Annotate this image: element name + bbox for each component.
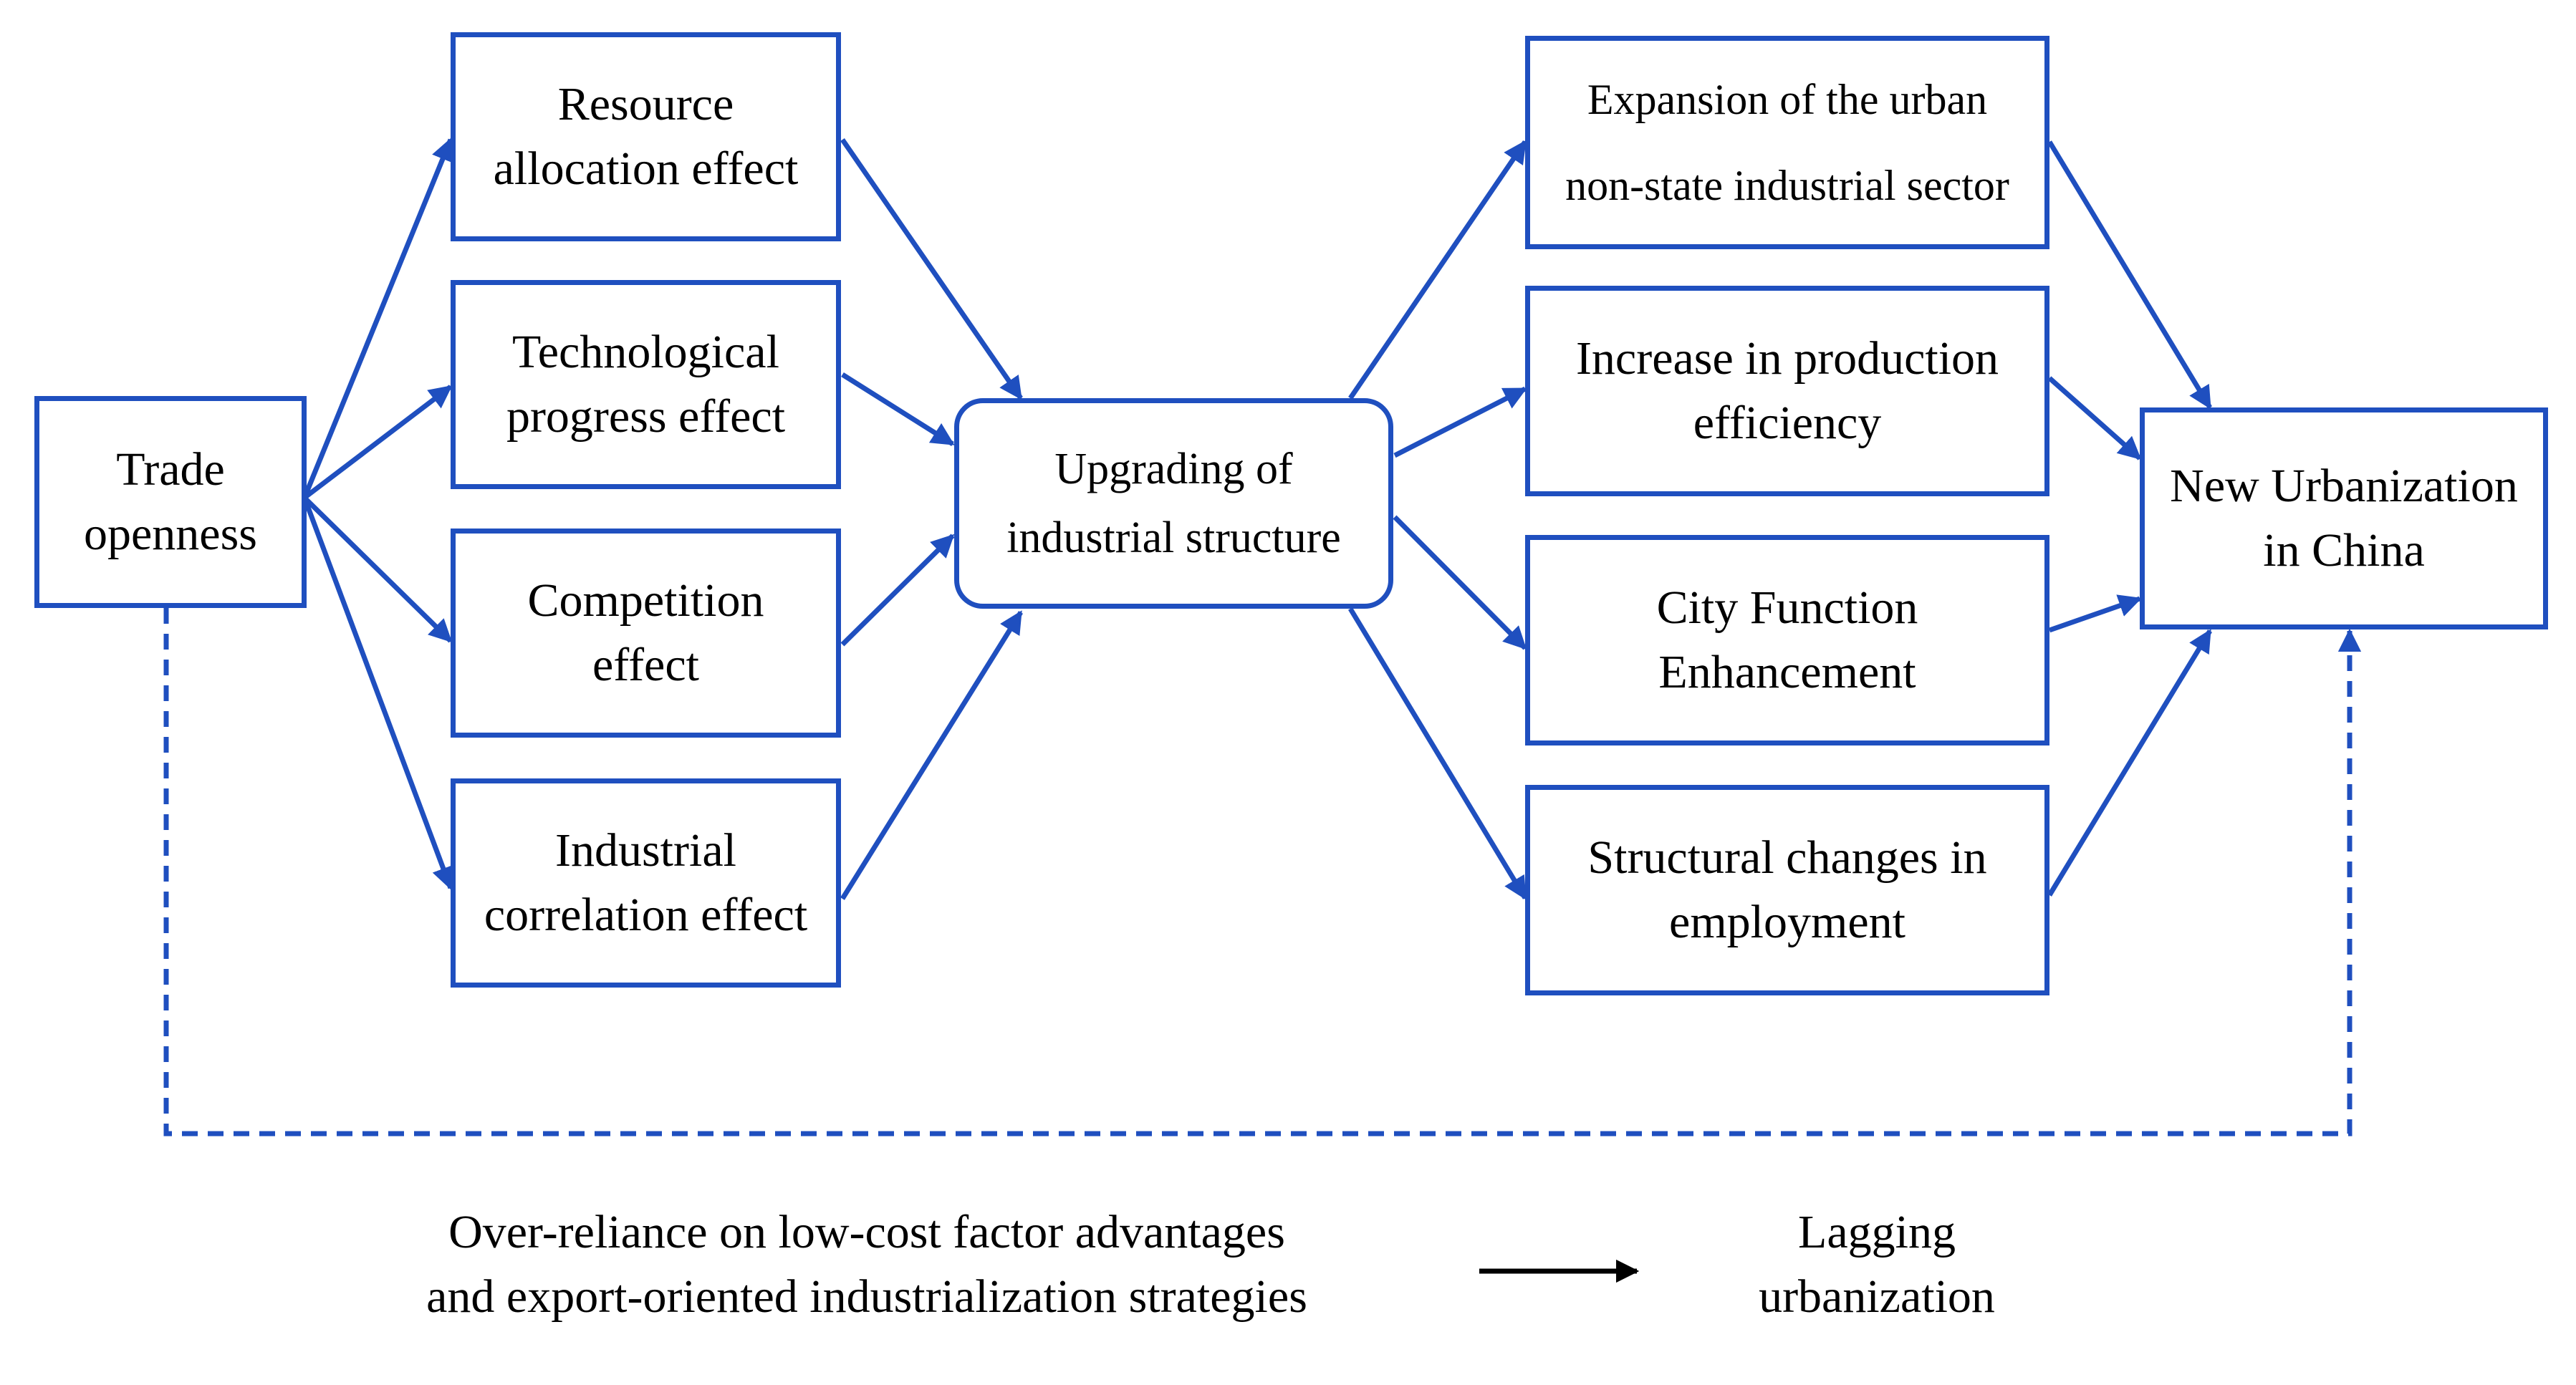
edge-trade-openness-to-resource-allocation bbox=[302, 137, 453, 499]
node-production-efficiency-line-2: efficiency bbox=[1693, 397, 1882, 449]
node-technological-progress: Technological progress effect bbox=[451, 280, 841, 489]
node-upgrading-line-1: Upgrading of bbox=[1054, 444, 1293, 493]
edge-upgrading-to-employment bbox=[1348, 607, 1527, 900]
node-structural-changes-employment: Structural changes in employment bbox=[1525, 785, 2049, 995]
node-upgrading-industrial-structure: Upgrading of industrial structure bbox=[954, 398, 1393, 609]
node-new-urbanization-line-2: in China bbox=[2263, 524, 2425, 576]
edge-competition-to-upgrading bbox=[840, 534, 955, 647]
node-trade-openness-line-2: openness bbox=[84, 508, 257, 560]
edge-industrial-correlation-to-upgrading bbox=[840, 610, 1023, 900]
node-expansion-line-2: non-state industrial sector bbox=[1565, 162, 2009, 209]
edge-resource-allocation-to-upgrading bbox=[840, 138, 1023, 400]
edge-upgrading-to-production-efficiency bbox=[1393, 386, 1527, 458]
note-effect-line-1: Lagging bbox=[1798, 1206, 1956, 1258]
node-expansion-non-state-sector: Expansion of the urban non-state industr… bbox=[1525, 36, 2049, 249]
edge-upgrading-to-expansion bbox=[1348, 140, 1527, 400]
node-trade-openness-line-1: Trade bbox=[116, 443, 225, 496]
note-effect-line-2: urbanization bbox=[1759, 1270, 1995, 1323]
edge-trade-openness-to-new-urbanization bbox=[163, 608, 2362, 1137]
node-employment-line-1: Structural changes in bbox=[1587, 831, 1987, 884]
node-competition-line-1: Competition bbox=[527, 574, 764, 627]
node-city-function-enhancement: City Function Enhancement bbox=[1525, 535, 2049, 745]
note-cause: Over-reliance on low-cost factor advanta… bbox=[337, 1200, 1397, 1329]
node-resource-allocation-line-1: Resource bbox=[557, 78, 734, 131]
node-new-urbanization-china: New Urbanization in China bbox=[2140, 407, 2548, 629]
node-competition: Competition effect bbox=[451, 529, 841, 738]
note-cause-line-2: and export-oriented industrialization st… bbox=[426, 1270, 1307, 1323]
node-technological-progress-line-2: progress effect bbox=[506, 390, 786, 443]
edge-upgrading-to-city-function bbox=[1393, 515, 1527, 650]
edge-city-function-to-new-urbanization bbox=[2048, 594, 2143, 633]
node-expansion-line-1: Expansion of the urban bbox=[1587, 76, 1988, 123]
edge-expansion-to-new-urbanization bbox=[2047, 140, 2212, 410]
node-technological-progress-line-1: Technological bbox=[512, 326, 779, 379]
node-production-efficiency: Increase in production efficiency bbox=[1525, 286, 2049, 496]
node-city-function-line-2: Enhancement bbox=[1658, 646, 1916, 698]
node-industrial-correlation-line-1: Industrial bbox=[555, 824, 736, 877]
edge-employment-to-new-urbanization bbox=[2047, 629, 2212, 897]
edge-trade-openness-to-technological-progress bbox=[302, 385, 453, 500]
edge-production-efficiency-to-new-urbanization bbox=[2047, 376, 2142, 460]
node-industrial-correlation-line-2: correlation effect bbox=[484, 889, 808, 941]
node-industrial-correlation: Industrial correlation effect bbox=[451, 778, 841, 988]
node-new-urbanization-line-1: New Urbanization bbox=[2170, 460, 2518, 513]
edge-technological-progress-to-upgrading bbox=[841, 372, 955, 446]
node-resource-allocation-line-2: allocation effect bbox=[493, 143, 799, 195]
edge-trade-openness-to-industrial-correlation bbox=[302, 496, 454, 891]
edge-trade-openness-to-competition bbox=[302, 496, 453, 643]
node-trade-openness: Trade openness bbox=[34, 396, 307, 608]
note-cause-line-1: Over-reliance on low-cost factor advanta… bbox=[448, 1206, 1285, 1258]
node-production-efficiency-line-1: Increase in production bbox=[1575, 332, 1999, 385]
node-city-function-line-1: City Function bbox=[1656, 581, 1918, 634]
node-employment-line-2: employment bbox=[1669, 896, 1905, 948]
node-competition-line-2: effect bbox=[592, 639, 699, 691]
node-resource-allocation: Resource allocation effect bbox=[451, 32, 841, 241]
node-upgrading-line-2: industrial structure bbox=[1006, 513, 1341, 562]
note-effect: Lagging urbanization bbox=[1691, 1200, 2063, 1329]
